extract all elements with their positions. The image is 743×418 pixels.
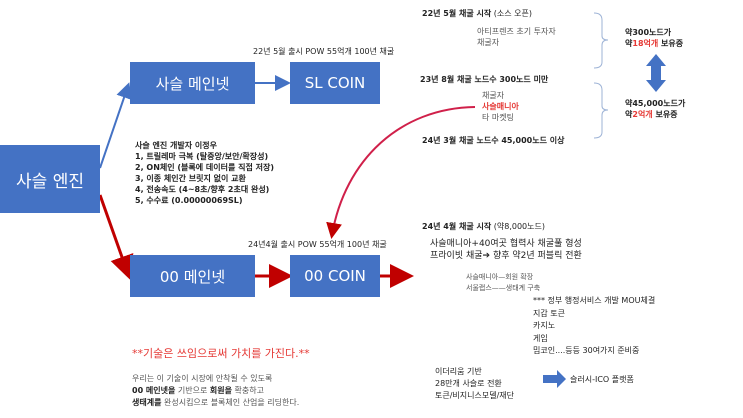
- mainnet1-label: 사슬 메인넷: [155, 74, 230, 93]
- sasl-engine-box: 사슬 엔진: [0, 145, 100, 213]
- closing-statement: 우리는 이 기술이 시장에 안착될 수 있도록 00 메인넷을 기반으로 회원을…: [132, 374, 300, 407]
- feature-item: 3, 이종 체인간 브릿지 없이 교환: [135, 174, 246, 183]
- mainnet1-release-label: 22년 5월 출시 POW 55억개 100년 채굴: [253, 47, 395, 56]
- holding-2: 약45,000노드가 약2억개 보유중: [625, 99, 686, 119]
- feature-item: 4, 전송속도 (4~8초/향후 2초대 완성): [135, 185, 270, 194]
- mainnet2-release-label: 24년4월 출시 POW 55억개 100년 채굴: [248, 240, 387, 249]
- coin2-box: 00 COIN: [290, 255, 380, 297]
- motto: **기술은 쓰임으로써 가치를 가진다.**: [132, 347, 310, 360]
- mainnet2-label: 00 메인넷: [159, 267, 226, 286]
- holding-1: 약300노드가 약18억개 보유중: [625, 28, 684, 48]
- feature-item: 1, 트릴레마 극복 (탈중앙/보안/확장성): [135, 152, 269, 161]
- blue-right-arrow: [543, 370, 566, 388]
- coin2-label: 00 COIN: [304, 267, 366, 285]
- bracket-1: [593, 12, 609, 69]
- bracket-2: [593, 82, 609, 139]
- sasl-engine-label: 사슬 엔진: [16, 171, 84, 192]
- arrow-engine-to-mainnet2: [98, 194, 134, 280]
- coin1-label: SL COIN: [304, 74, 366, 92]
- timeline-2024-march: 24년 3월 채굴 노드수 45,000노드 이상: [422, 136, 565, 145]
- feature-item: 5, 수수료 (0.00000069SL): [135, 196, 243, 205]
- arrow-engine-to-mainnet1: [99, 82, 132, 169]
- curve-saslmania-to-coin: [326, 106, 476, 239]
- features-list: 사슬 엔진 개발자 이정우 1, 트릴레마 극복 (탈중앙/보안/확장성) 2,…: [135, 140, 274, 206]
- coin1-box: SL COIN: [290, 62, 380, 104]
- mining-2024-title: 24년 4월 채굴 시작 (약8,000노드): [422, 222, 545, 231]
- double-arrow: [646, 54, 666, 92]
- ico-platform: 슬러시-ICO 플랫폼: [570, 375, 634, 384]
- mainnet1-box: 사슬 메인넷: [130, 62, 255, 104]
- features-title: 사슬 엔진 개발자 이정우: [135, 141, 217, 150]
- timeline-2023: 23년 8월 채굴 노드수 300노드 미만: [420, 75, 549, 84]
- timeline-2022: 22년 5월 채굴 시작 (소스 오픈): [422, 9, 532, 18]
- feature-item: 2, ON체인 (블록에 데이터를 직접 저장): [135, 163, 275, 172]
- mainnet2-box: 00 메인넷: [130, 255, 255, 297]
